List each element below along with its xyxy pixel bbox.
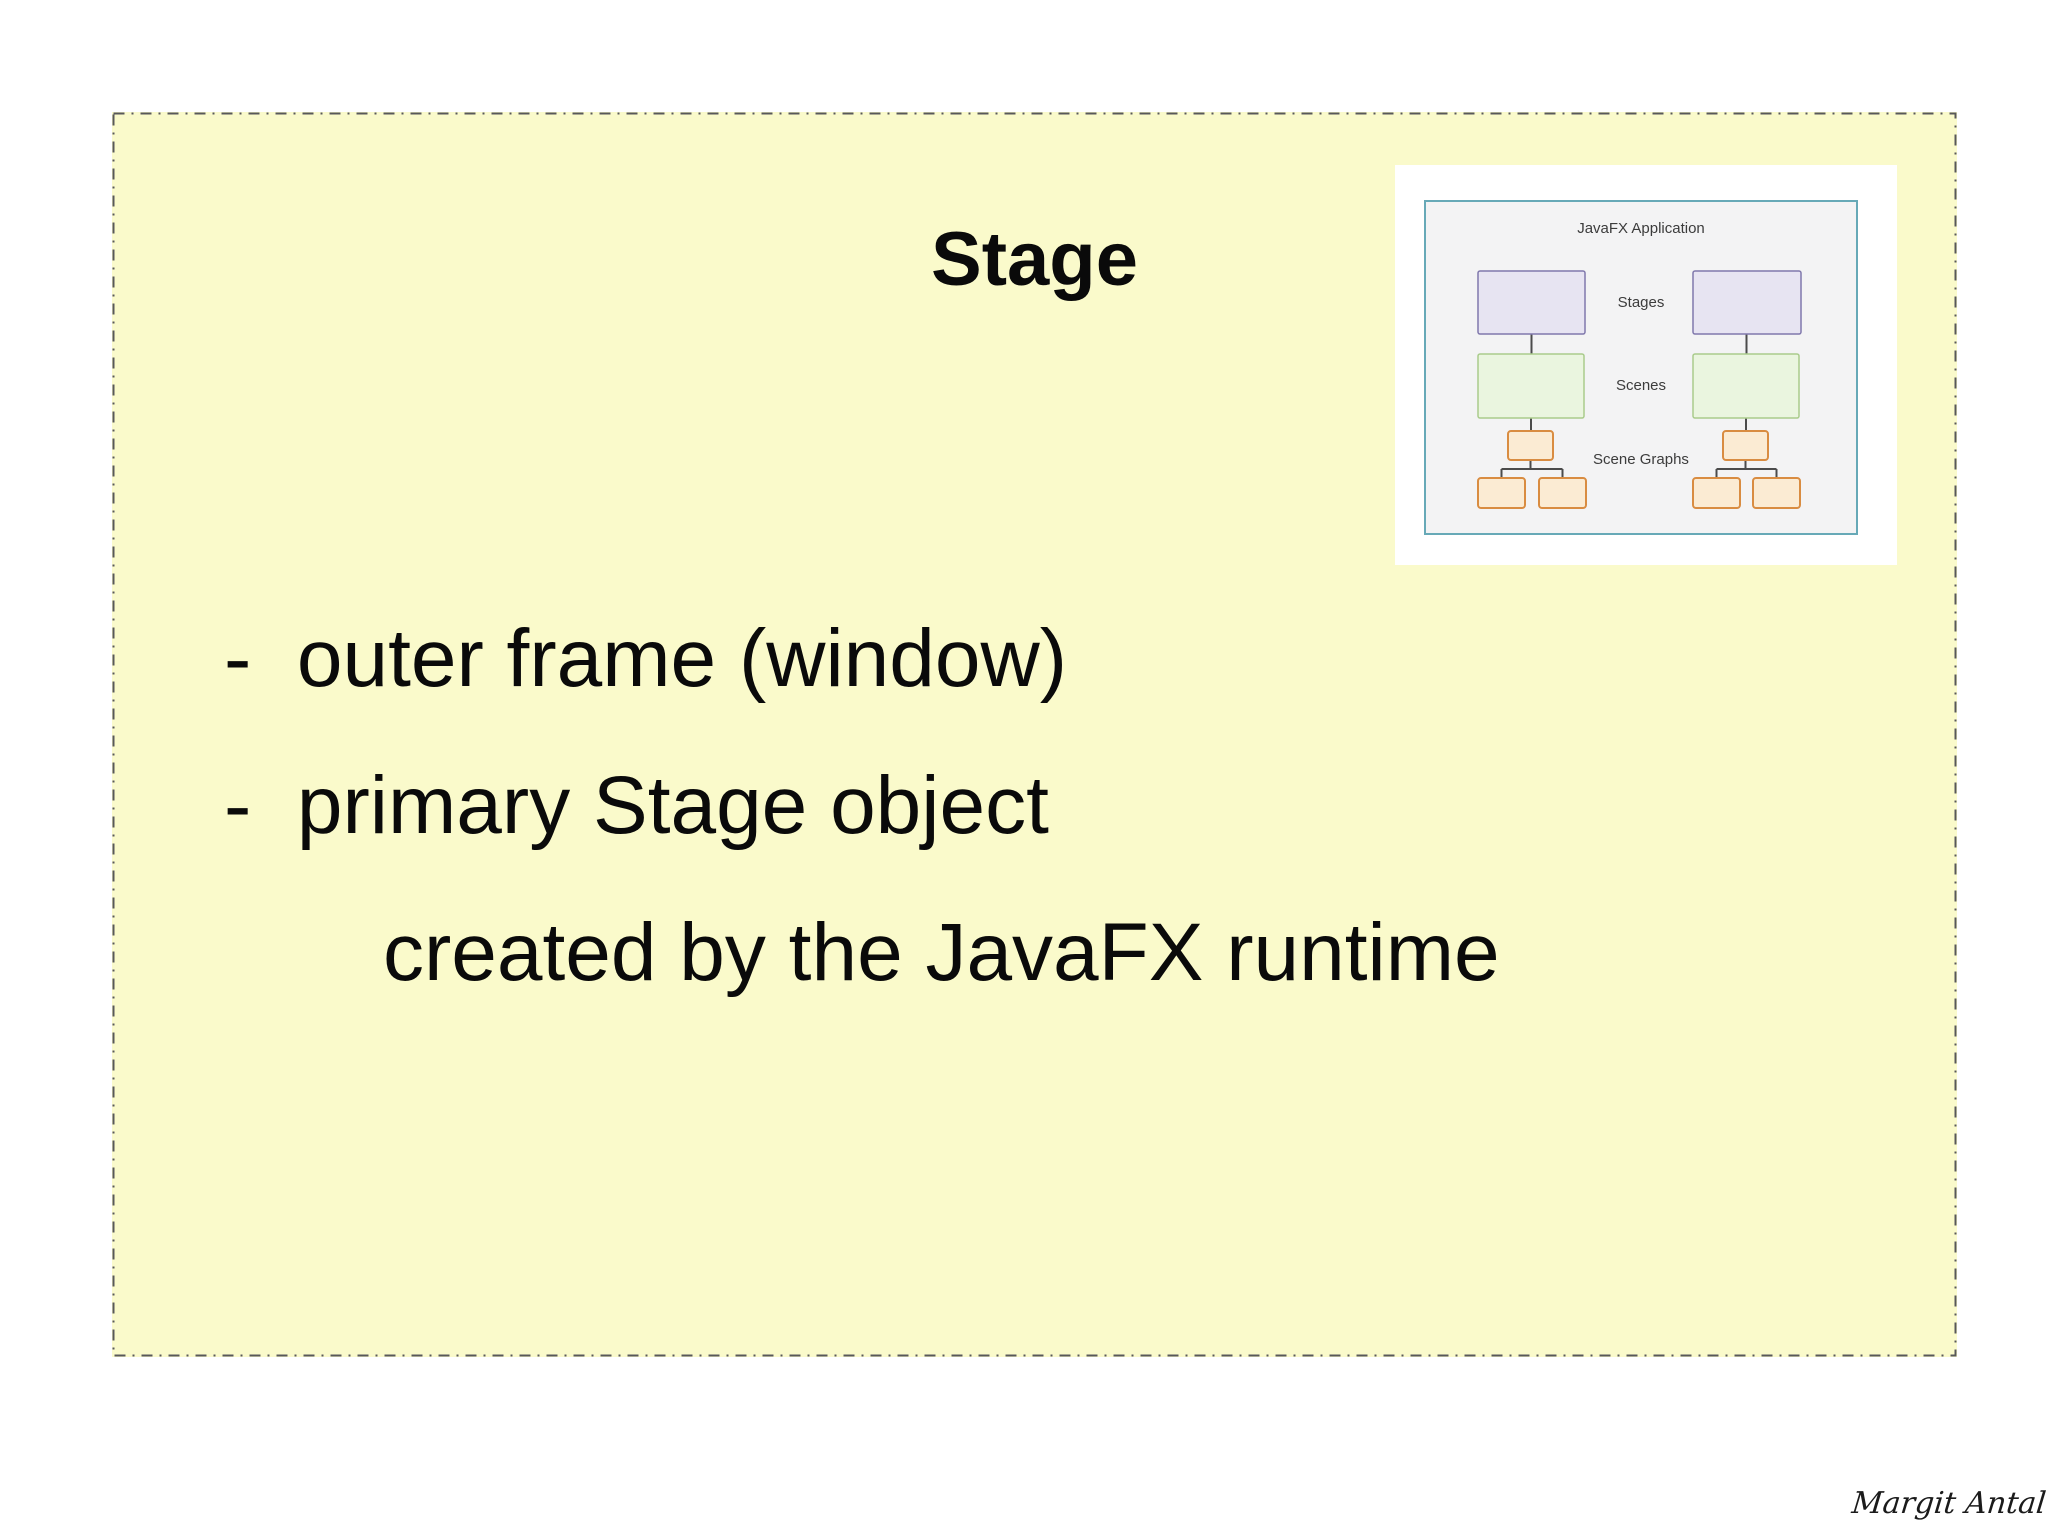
bullet-continuation: created by the JavaFX runtime: [383, 907, 1500, 998]
scenegraph-child-right-1: [1692, 477, 1741, 509]
stage-box-right: [1692, 270, 1802, 335]
scene-box-left: [1477, 353, 1585, 419]
stages-label: Stages: [1618, 294, 1665, 311]
diagram-card: JavaFX Application Stages Scenes: [1395, 165, 1897, 565]
scenegraph-child-left-2: [1538, 477, 1587, 509]
slide: Stage JavaFX Application Stages Scenes: [112, 112, 1957, 1357]
scenegraph-root-right: [1722, 430, 1769, 461]
scene-graphs-label: Scene Graphs: [1593, 451, 1689, 468]
scenegraph-child-left-1: [1477, 477, 1526, 509]
connector-right-tree: [1715, 334, 1778, 478]
bullet-primary-stage: - primary Stage object: [224, 760, 1049, 851]
signature: Margit Antal: [1850, 1486, 2048, 1521]
stage-box-left: [1477, 270, 1586, 335]
page-title: Stage: [931, 217, 1138, 302]
scene-box-right: [1692, 353, 1800, 419]
javafx-architecture-diagram: JavaFX Application Stages Scenes: [1424, 200, 1858, 535]
bullet-outer-frame: - outer frame (window): [224, 613, 1068, 704]
diagram-title: JavaFX Application: [1577, 220, 1705, 237]
scenes-label: Scenes: [1616, 377, 1666, 394]
scenegraph-root-left: [1507, 430, 1554, 461]
connector-left-tree: [1500, 334, 1564, 478]
scenegraph-child-right-2: [1752, 477, 1801, 509]
